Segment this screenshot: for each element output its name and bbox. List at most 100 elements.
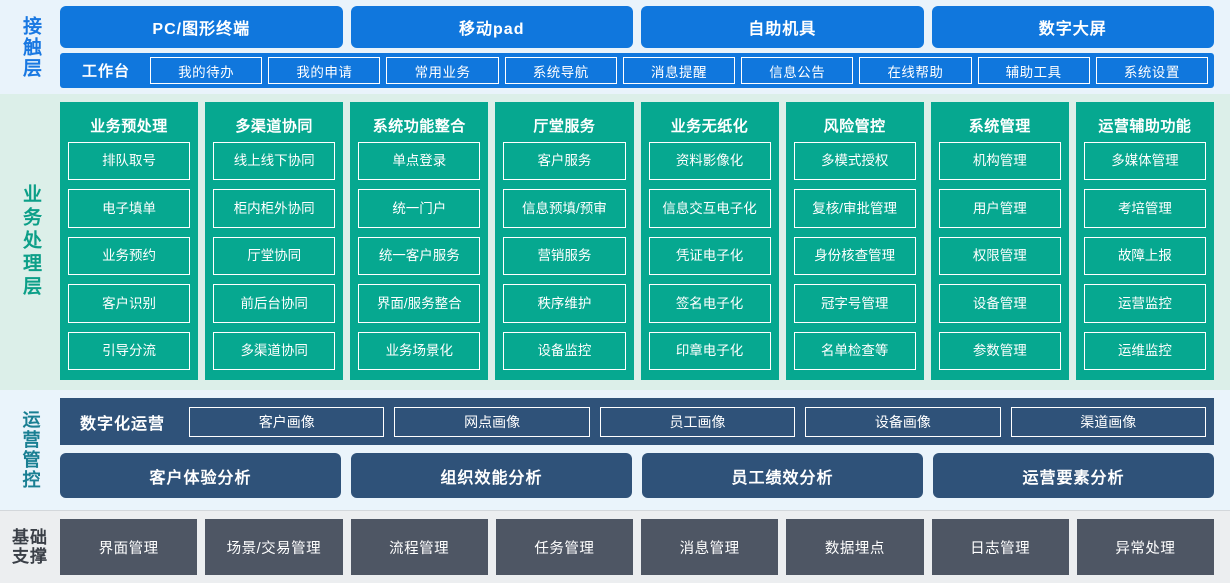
foundation-chip-scene-transaction-management[interactable]: 场景/交易管理 [205, 519, 343, 575]
business-item[interactable]: 信息预填/预审 [503, 189, 626, 228]
nav-chip-my-application[interactable]: 我的申请 [268, 57, 381, 84]
business-item[interactable]: 线上线下协同 [213, 142, 336, 181]
nav-chip-my-todo[interactable]: 我的待办 [150, 57, 263, 84]
business-item[interactable]: 电子填单 [68, 189, 191, 228]
business-item[interactable]: 统一客户服务 [358, 236, 481, 276]
operations-layer-label-cell: 运营管控 [0, 398, 60, 502]
business-column-title: 系统功能整合 [372, 117, 466, 135]
operations-layer-label: 运营管控 [20, 410, 41, 490]
business-item[interactable]: 界面/服务整合 [358, 284, 481, 323]
business-item[interactable]: 印章电子化 [648, 331, 771, 371]
business-item[interactable]: 机构管理 [938, 142, 1061, 181]
terminal-chip[interactable]: 数字大屏 [931, 6, 1214, 48]
portrait-chip-customer[interactable]: 客户画像 [189, 406, 385, 437]
foundation-layer-band: 基础支撑 界面管理 场景/交易管理 流程管理 任务管理 消息管理 数据埋点 日志… [0, 510, 1230, 583]
portrait-chip-branch[interactable]: 网点画像 [394, 406, 590, 437]
analysis-chip-organization-efficiency[interactable]: 组织效能分析 [351, 453, 632, 498]
business-column-system-integration: 系统功能整合 单点登录 统一门户 统一客户服务 界面/服务整合 业务场景化 [350, 102, 489, 380]
business-item[interactable]: 运营监控 [1083, 284, 1206, 323]
nav-chip-common-business[interactable]: 常用业务 [386, 57, 499, 84]
business-item[interactable]: 用户管理 [938, 189, 1061, 228]
business-item[interactable]: 复核/审批管理 [793, 189, 916, 228]
business-item[interactable]: 客户识别 [68, 284, 191, 323]
business-item[interactable]: 参数管理 [938, 331, 1061, 371]
business-item[interactable]: 排队取号 [68, 142, 191, 181]
nav-chip-system-navigation[interactable]: 系统导航 [504, 57, 617, 84]
business-item[interactable]: 多媒体管理 [1083, 142, 1206, 181]
terminal-chip[interactable]: 自助机具 [641, 6, 924, 48]
business-item[interactable]: 引导分流 [68, 331, 191, 371]
business-column-items: 单点登录 统一门户 统一客户服务 界面/服务整合 业务场景化 [358, 142, 481, 371]
touch-layer-band: 接触层 PC/图形终端 移动pad 自助机具 数字大屏 工作台 我的待办 我的申… [0, 0, 1230, 94]
business-item[interactable]: 多渠道协同 [213, 331, 336, 371]
nav-chip-message-reminder[interactable]: 消息提醒 [622, 57, 736, 84]
business-item[interactable]: 运维监控 [1083, 331, 1206, 371]
business-item[interactable]: 厅堂协同 [213, 236, 336, 276]
business-item[interactable]: 统一门户 [358, 189, 481, 228]
business-column-title: 业务预处理 [90, 117, 168, 135]
foundation-label-line1: 基础 [12, 527, 48, 547]
nav-chip-information-bulletin[interactable]: 信息公告 [741, 57, 854, 84]
business-item[interactable]: 多模式授权 [793, 142, 916, 181]
business-column-items: 线上线下协同 柜内柜外协同 厅堂协同 前后台协同 多渠道协同 [213, 142, 336, 371]
business-item[interactable]: 资料影像化 [648, 142, 771, 181]
business-item[interactable]: 业务预约 [68, 236, 191, 276]
analysis-chip-employee-performance[interactable]: 员工绩效分析 [642, 453, 923, 498]
terminal-chip[interactable]: 移动pad [350, 6, 633, 48]
business-item[interactable]: 签名电子化 [648, 284, 771, 323]
business-item[interactable]: 客户服务 [503, 142, 626, 181]
business-item[interactable]: 名单检查等 [793, 331, 916, 371]
foundation-chip-task-management[interactable]: 任务管理 [495, 519, 633, 575]
business-item[interactable]: 单点登录 [358, 142, 481, 181]
business-item[interactable]: 营销服务 [503, 236, 626, 276]
business-item[interactable]: 考培管理 [1083, 189, 1206, 228]
foundation-chip-process-management[interactable]: 流程管理 [350, 519, 488, 575]
operations-layer-band: 运营管控 数字化运营 客户画像 网点画像 员工画像 设备画像 渠道画像 客户体验… [0, 390, 1230, 510]
business-item[interactable]: 业务场景化 [358, 331, 481, 371]
business-item[interactable]: 冠字号管理 [793, 284, 916, 323]
touch-layer-label: 接触层 [19, 15, 41, 79]
business-column-title: 风险管控 [823, 117, 886, 135]
business-item[interactable]: 信息交互电子化 [648, 189, 771, 228]
business-item[interactable]: 故障上报 [1083, 236, 1206, 276]
business-item[interactable]: 秩序维护 [503, 284, 626, 323]
terminal-chip[interactable]: PC/图形终端 [60, 6, 343, 48]
touch-layer-body: PC/图形终端 移动pad 自助机具 数字大屏 工作台 我的待办 我的申请 常用… [60, 6, 1214, 88]
portrait-chip-employee[interactable]: 员工画像 [599, 406, 796, 437]
workbench-nav-row: 工作台 我的待办 我的申请 常用业务 系统导航 消息提醒 信息公告 在线帮助 辅… [60, 53, 1214, 88]
business-column-items: 排队取号 电子填单 业务预约 客户识别 引导分流 [68, 142, 191, 371]
business-column-title: 厅堂服务 [533, 117, 596, 135]
business-item[interactable]: 前后台协同 [213, 284, 336, 323]
portrait-chip-device[interactable]: 设备画像 [805, 406, 1001, 437]
business-column-system-management: 系统管理 机构管理 用户管理 权限管理 设备管理 参数管理 [930, 102, 1069, 380]
business-item[interactable]: 权限管理 [938, 236, 1061, 276]
business-column-title: 多渠道协同 [235, 117, 313, 135]
business-layer-label-cell: 业务处理层 [0, 102, 60, 380]
analysis-chip-customer-experience[interactable]: 客户体验分析 [60, 453, 341, 498]
foundation-chip-data-tracking[interactable]: 数据埋点 [786, 519, 924, 575]
nav-chip-online-help[interactable]: 在线帮助 [859, 57, 972, 84]
portrait-chip-channel[interactable]: 渠道画像 [1010, 406, 1206, 437]
business-column-multichannel: 多渠道协同 线上线下协同 柜内柜外协同 厅堂协同 前后台协同 多渠道协同 [205, 102, 344, 380]
business-column-title: 业务无纸化 [670, 117, 749, 135]
foundation-layer-body: 界面管理 场景/交易管理 流程管理 任务管理 消息管理 数据埋点 日志管理 异常… [60, 519, 1214, 575]
business-item[interactable]: 设备监控 [503, 331, 626, 371]
business-item[interactable]: 柜内柜外协同 [213, 189, 336, 228]
business-item[interactable]: 凭证电子化 [648, 236, 771, 276]
foundation-layer-label: 基础支撑 [12, 528, 48, 566]
touch-layer-label-cell: 接触层 [0, 6, 60, 88]
nav-chip-auxiliary-tools[interactable]: 辅助工具 [977, 57, 1090, 84]
analysis-row: 客户体验分析 组织效能分析 员工绩效分析 运营要素分析 [60, 453, 1214, 498]
business-item[interactable]: 设备管理 [938, 284, 1061, 323]
business-column-paperless: 业务无纸化 资料影像化 信息交互电子化 凭证电子化 签名电子化 印章电子化 [640, 102, 779, 380]
foundation-chip-log-management[interactable]: 日志管理 [931, 519, 1069, 575]
foundation-chip-ui-management[interactable]: 界面管理 [60, 519, 198, 575]
nav-chip-system-settings[interactable]: 系统设置 [1095, 57, 1208, 84]
business-column-items: 多模式授权 复核/审批管理 身份核查管理 冠字号管理 名单检查等 [793, 142, 916, 371]
business-column-items: 机构管理 用户管理 权限管理 设备管理 参数管理 [938, 142, 1061, 371]
foundation-chip-message-management[interactable]: 消息管理 [641, 519, 779, 575]
foundation-chip-exception-handling[interactable]: 异常处理 [1076, 519, 1214, 575]
foundation-row: 界面管理 场景/交易管理 流程管理 任务管理 消息管理 数据埋点 日志管理 异常… [60, 519, 1214, 575]
analysis-chip-operation-elements[interactable]: 运营要素分析 [933, 453, 1214, 498]
business-item[interactable]: 身份核查管理 [793, 236, 916, 276]
